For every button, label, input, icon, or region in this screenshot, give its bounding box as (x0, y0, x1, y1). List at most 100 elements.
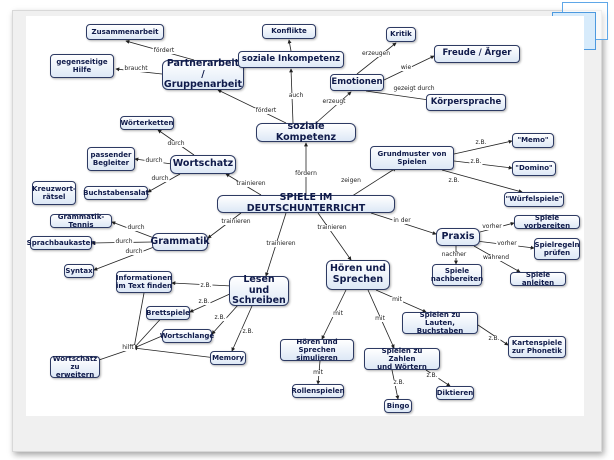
node-spiele-im-deutschunterricht: SPIELE IM DEUTSCHUNTERRICHT (217, 192, 395, 214)
link-label-auch: auch (287, 92, 305, 99)
node-praxis: Praxis (436, 228, 480, 246)
connector (189, 292, 233, 313)
node-memory: Memory (210, 351, 246, 365)
link-label-durch: durch (126, 224, 146, 231)
link-label-foerdert: fördert (152, 47, 176, 54)
connector (287, 39, 292, 52)
node-hoeren-sprechen-simulieren: Hören und Sprechen simulieren (280, 338, 354, 362)
link-label-zb: z.B. (199, 282, 213, 289)
link-label-mit: mit (374, 315, 386, 322)
connector (317, 212, 352, 261)
link-label-zb: z.B. (392, 379, 406, 386)
node-kritik: Kritik (386, 27, 416, 42)
node-wortschatz: Wortschatz (170, 155, 236, 174)
node-zusammenarbeit: Zusammenarbeit (86, 24, 164, 40)
node-gegenseitige-hilfe: gegenseitige Hilfe (50, 54, 114, 78)
link-label-trainieren: trainieren (265, 240, 297, 247)
node-sprachbaukasten: Sprachbaukasten (27, 236, 95, 250)
link-label-durch: durch (166, 140, 186, 147)
link-label-foerdert: fördert (254, 107, 278, 114)
node-wortschlange: Wortschlange (160, 329, 214, 343)
node-konflikte: Konflikte (262, 24, 316, 39)
link-label-zb: z.B. (213, 314, 227, 321)
node-wuerfelspiele: "Würfelspiele" (504, 192, 564, 207)
connector (441, 169, 523, 194)
connector (147, 173, 181, 193)
link-label-vorher: vorher (481, 223, 503, 230)
node-emotionen: Emotionen (330, 74, 384, 91)
node-spielen-zu-lauten: Spielen zu Lauten, Buchstaben (402, 311, 478, 335)
connector (217, 89, 287, 124)
node-wortschatz-erweitern: Wortschatz zu erweitern (50, 355, 100, 379)
link-label-zb: z.B. (474, 139, 488, 146)
link-label-zb: z.B. (197, 298, 211, 305)
link-label-zb: z.B. (425, 372, 439, 379)
link-label-trainieren: trainieren (220, 218, 252, 225)
node-woerterketten: Wörterketten (120, 116, 174, 130)
connector (132, 292, 145, 349)
connector (356, 42, 397, 75)
connector (477, 324, 509, 346)
link-label-in-der: in der (392, 217, 412, 224)
node-grammatik-tennis: Grammatik-Tennis (50, 213, 112, 229)
link-label-zb: z.B. (447, 177, 461, 184)
link-label-durch: durch (150, 175, 170, 182)
link-label-zb: z.B. (469, 158, 483, 165)
link-label-mit: mit (332, 310, 344, 317)
link-label-foerdern: fördern (294, 170, 318, 177)
node-passender-begleiter: passender Begleiter (87, 147, 135, 171)
link-label-trainieren: trainieren (316, 224, 348, 231)
link-label-nachher: nachher (440, 251, 468, 258)
node-spiele-vorbereiten: Spiele vorbereiten (514, 214, 580, 230)
node-diktieren: Diktieren (436, 386, 474, 400)
node-kreuzwortraetsel: Kreuzwort- rätsel (32, 181, 76, 205)
connector (93, 246, 155, 271)
connector (453, 139, 513, 155)
node-buchstabensalat: Buchstabensalat (83, 186, 149, 200)
link-label-wie: wie (399, 64, 413, 71)
node-bingo: Bingo (384, 399, 412, 413)
connector (133, 346, 217, 359)
link-label-gezeigt-durch: gezeigt durch (392, 85, 436, 92)
node-freude-aerger: Freude / Ärger (434, 45, 520, 63)
node-brettspiele: Brettspiele (146, 306, 190, 320)
link-label-zb: z.B. (487, 335, 501, 342)
node-partnerarbeit: Partnerarbeit / Gruppenarbeit (162, 57, 244, 91)
connector (207, 212, 242, 239)
link-label-durch: durch (124, 248, 144, 255)
node-grundmuster: Grundmuster von Spielen (370, 146, 454, 170)
concept-map-canvas: Zusammenarbeit gegenseitige Hilfe Partne… (26, 16, 584, 416)
node-rollenspielen: Rollenspielen (291, 384, 345, 398)
link-label-zeigen: zeigen (340, 177, 362, 184)
link-label-waehrend: während (481, 254, 511, 261)
connector (315, 91, 352, 124)
node-spiele-anleiten: Spiele anleiten (510, 271, 566, 287)
node-spiele-nachbereiten: Spiele nachbereiten (431, 264, 483, 286)
connector (345, 167, 397, 201)
link-label-erzeugen: erzeugen (360, 50, 392, 57)
link-label-durch: durch (114, 238, 134, 245)
node-hoeren-und-sprechen: Hören und Sprechen (326, 260, 390, 290)
node-grammatik: Grammatik (150, 233, 210, 251)
node-soziale-kompetenz: soziale Kompetenz (256, 121, 356, 142)
node-memo: "Memo" (512, 133, 554, 148)
link-label-vorher: vorher (496, 240, 518, 247)
link-label-mit: mit (391, 296, 403, 303)
node-soziale-inkompetenz: soziale Inkompetenz (238, 51, 344, 68)
node-koerpersprache: Körpersprache (426, 94, 506, 111)
node-spielen-zu-zahlen: Spielen zu Zahlen und Wörtern (364, 347, 440, 371)
link-label-erzeugt: erzeugt (321, 98, 347, 105)
link-label-hilft: hilft (121, 344, 135, 351)
node-kartenspiele-phonetik: Kartenspiele zur Phonetik (508, 336, 566, 358)
connector (453, 160, 513, 170)
node-domino: "Domino" (512, 161, 556, 176)
link-label-trainieren: trainieren (235, 180, 267, 187)
link-label-mit: mit (312, 369, 324, 376)
connector (365, 90, 437, 103)
node-syntax: Syntax (64, 264, 94, 278)
link-label-durch: durch (144, 157, 164, 164)
link-label-zb: z.B. (241, 328, 255, 335)
node-spielregeln-pruefen: Spielregeln prüfen (534, 238, 580, 260)
node-lesen-und-schreiben: Lesen und Schreiben (229, 274, 289, 306)
node-informationen-finden: Informationen im Text finden (116, 271, 172, 293)
